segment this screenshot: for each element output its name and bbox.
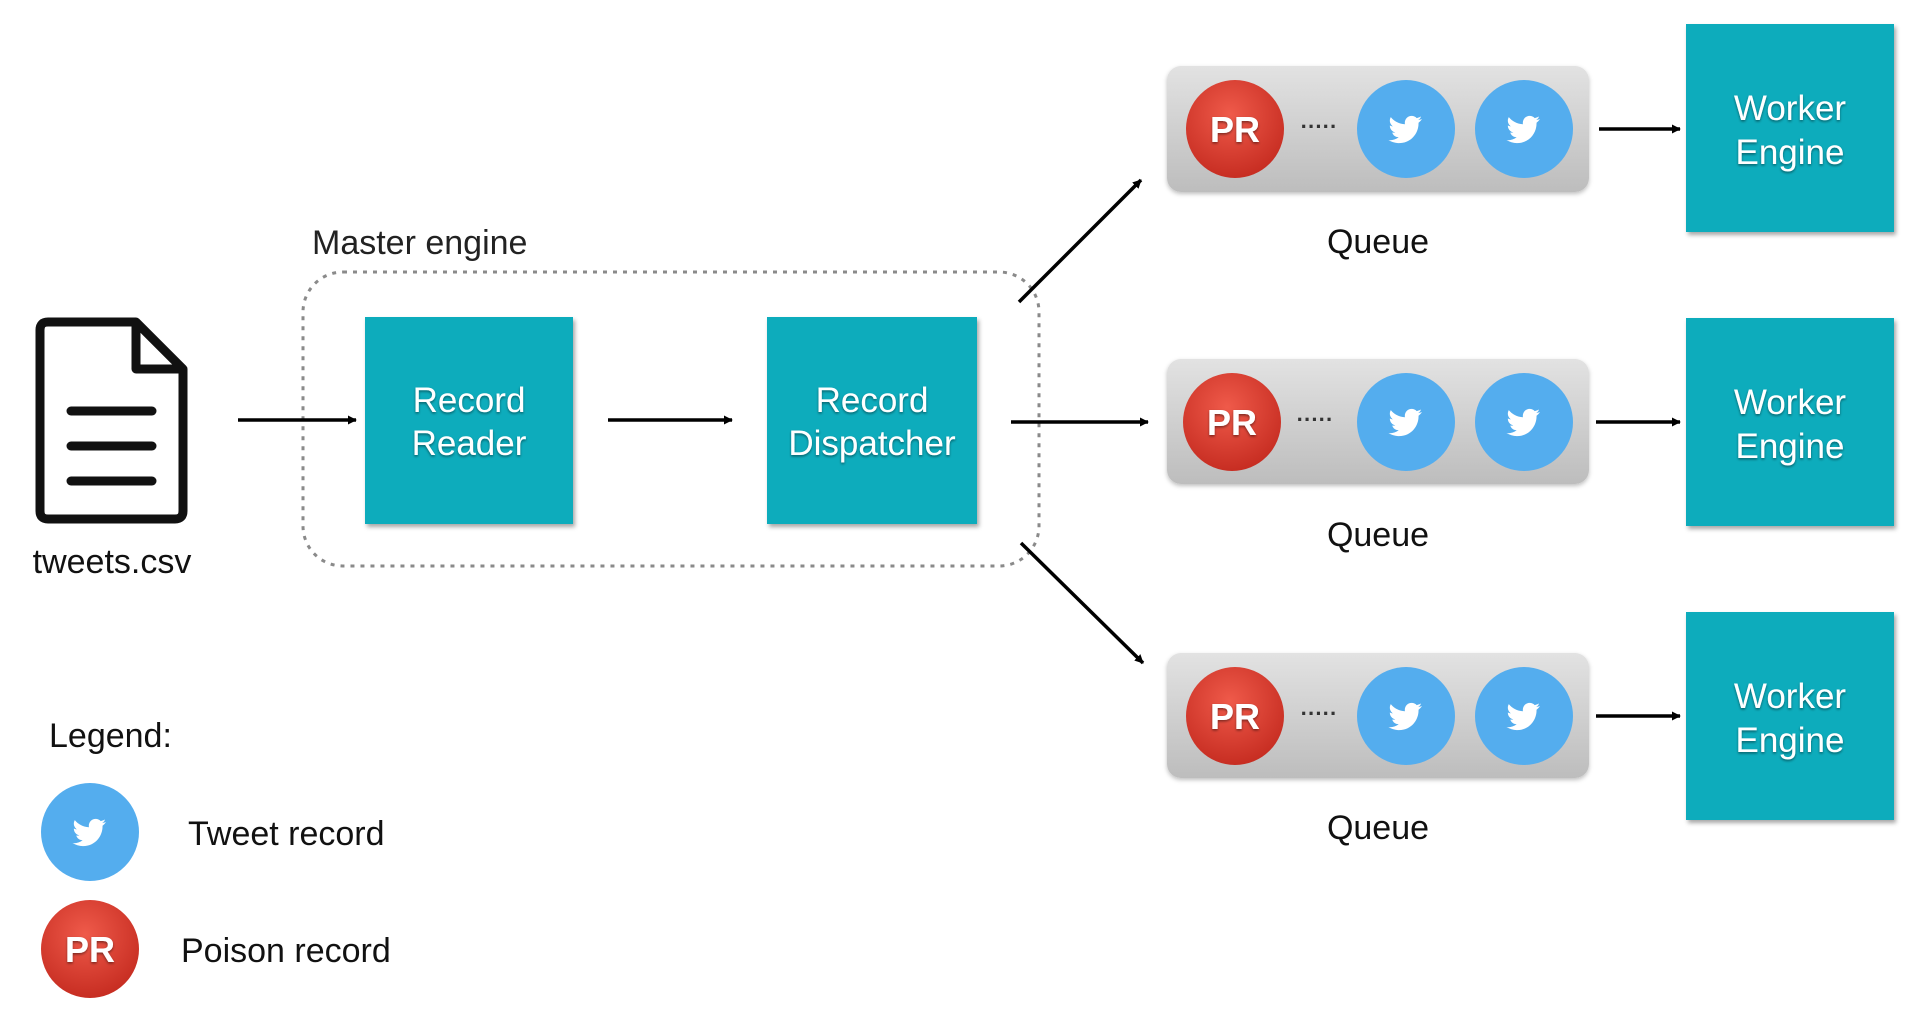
arrow-dispatcher-to-queue-3 [1019, 541, 1145, 665]
queue-label: Queue [1327, 516, 1429, 554]
queue-row-2: PR ····· Queue Worker Engine [1167, 318, 1894, 554]
worker-engine-line1: Worker [1734, 677, 1846, 716]
record-dispatcher-line1: Record [816, 381, 929, 420]
worker-engine-box [1686, 318, 1894, 526]
poison-record-icon [1186, 80, 1284, 178]
master-engine: Master engine Record Reader Record Dispa… [301, 224, 1041, 568]
arrows [238, 124, 1681, 721]
poison-record-badge: PR [1210, 109, 1260, 150]
poison-record-icon [1186, 667, 1284, 765]
legend-poison-label: Poison record [181, 932, 391, 970]
worker-engine-line1: Worker [1734, 383, 1846, 422]
document-fold [131, 322, 183, 374]
poison-record-badge: PR [1207, 402, 1257, 443]
record-reader-line2: Reader [412, 424, 527, 463]
record-dispatcher-box [767, 317, 977, 524]
worker-engine-box [1686, 612, 1894, 820]
queue-row-3: PR ····· Queue Worker Engine [1167, 612, 1894, 847]
poison-record-icon [41, 900, 139, 998]
legend-tweet-label: Tweet record [188, 815, 385, 853]
record-dispatcher-line2: Dispatcher [788, 424, 956, 463]
queue-label: Queue [1327, 223, 1429, 261]
worker-engine-box [1686, 24, 1894, 232]
queue-row-1: PR ····· Queue Worker Engine [1167, 24, 1894, 261]
queue-ellipsis: ····· [1301, 114, 1338, 139]
queue-label: Queue [1327, 809, 1429, 847]
worker-engine-line2: Engine [1736, 721, 1845, 760]
record-reader-box [365, 317, 573, 524]
worker-engine-line2: Engine [1736, 427, 1845, 466]
queue-ellipsis: ····· [1301, 701, 1338, 726]
master-engine-label: Master engine [312, 224, 527, 262]
poison-record-icon [1183, 373, 1281, 471]
file-name: tweets.csv [33, 543, 192, 581]
legend: Legend: Tweet record PR Poison record [41, 717, 391, 998]
worker-engine-line1: Worker [1734, 89, 1846, 128]
document-icon [35, 317, 188, 524]
queue-ellipsis: ····· [1297, 407, 1334, 432]
record-reader-line1: Record [413, 381, 526, 420]
legend-title: Legend: [49, 717, 172, 755]
worker-engine-line2: Engine [1736, 133, 1845, 172]
file-group: tweets.csv [33, 317, 192, 581]
poison-record-badge: PR [1210, 696, 1260, 737]
arrow-dispatcher-to-queue-1 [1017, 178, 1143, 304]
poison-record-badge: PR [65, 929, 115, 970]
